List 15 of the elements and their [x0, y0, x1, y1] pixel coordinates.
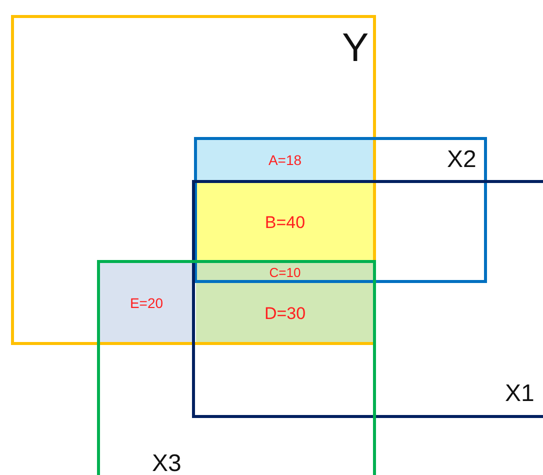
set-label: X3 [152, 452, 182, 475]
region-value: A=18 [268, 153, 302, 167]
overlap-region [196, 139, 374, 181]
overlap-region [196, 182, 374, 262]
set-rectangle [11, 15, 376, 345]
set-rectangle [194, 137, 487, 283]
overlap-region [196, 283, 374, 343]
region-value: C=10 [269, 266, 301, 279]
set-label: X1 [505, 382, 534, 406]
region-value: E=20 [130, 296, 164, 310]
region-value: B=40 [264, 214, 306, 230]
region-value: D=30 [264, 304, 306, 322]
set-label: Y [342, 28, 369, 68]
overlap-region [100, 263, 193, 343]
set-label: X2 [447, 148, 476, 172]
